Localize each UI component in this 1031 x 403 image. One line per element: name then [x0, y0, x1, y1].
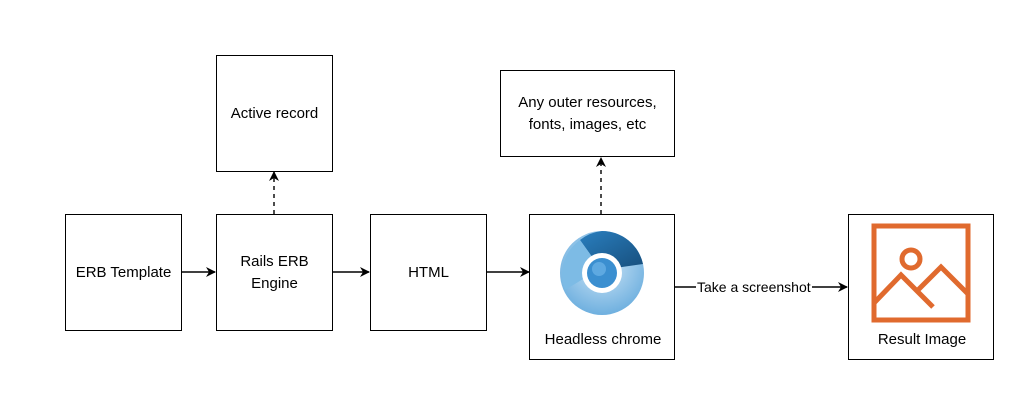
html-node: HTML: [370, 214, 487, 331]
active-record-node: Active record: [216, 55, 333, 172]
take-screenshot-label: Take a screenshot: [696, 279, 812, 295]
active-record-label: Active record: [230, 104, 319, 122]
rails-erb-engine-label: Rails ERB Engine: [240, 252, 309, 292]
outer-resources-node: Any outer resources, fonts, images, etc: [500, 70, 675, 157]
html-label: HTML: [408, 263, 449, 281]
headless-chrome-node: Headless chrome: [529, 214, 675, 360]
headless-chrome-label: Headless chrome: [544, 331, 662, 348]
result-image-label: Result Image: [877, 331, 967, 348]
erb-template-label: ERB Template: [75, 263, 172, 281]
chrome-browser-icon: [560, 231, 644, 315]
rails-erb-engine-node: Rails ERB Engine: [216, 214, 333, 331]
image-placeholder-icon: [871, 223, 971, 323]
result-image-node: Result Image: [848, 214, 994, 360]
outer-resources-label: Any outer resources, fonts, images, etc: [518, 93, 657, 133]
erb-template-node: ERB Template: [65, 214, 182, 331]
